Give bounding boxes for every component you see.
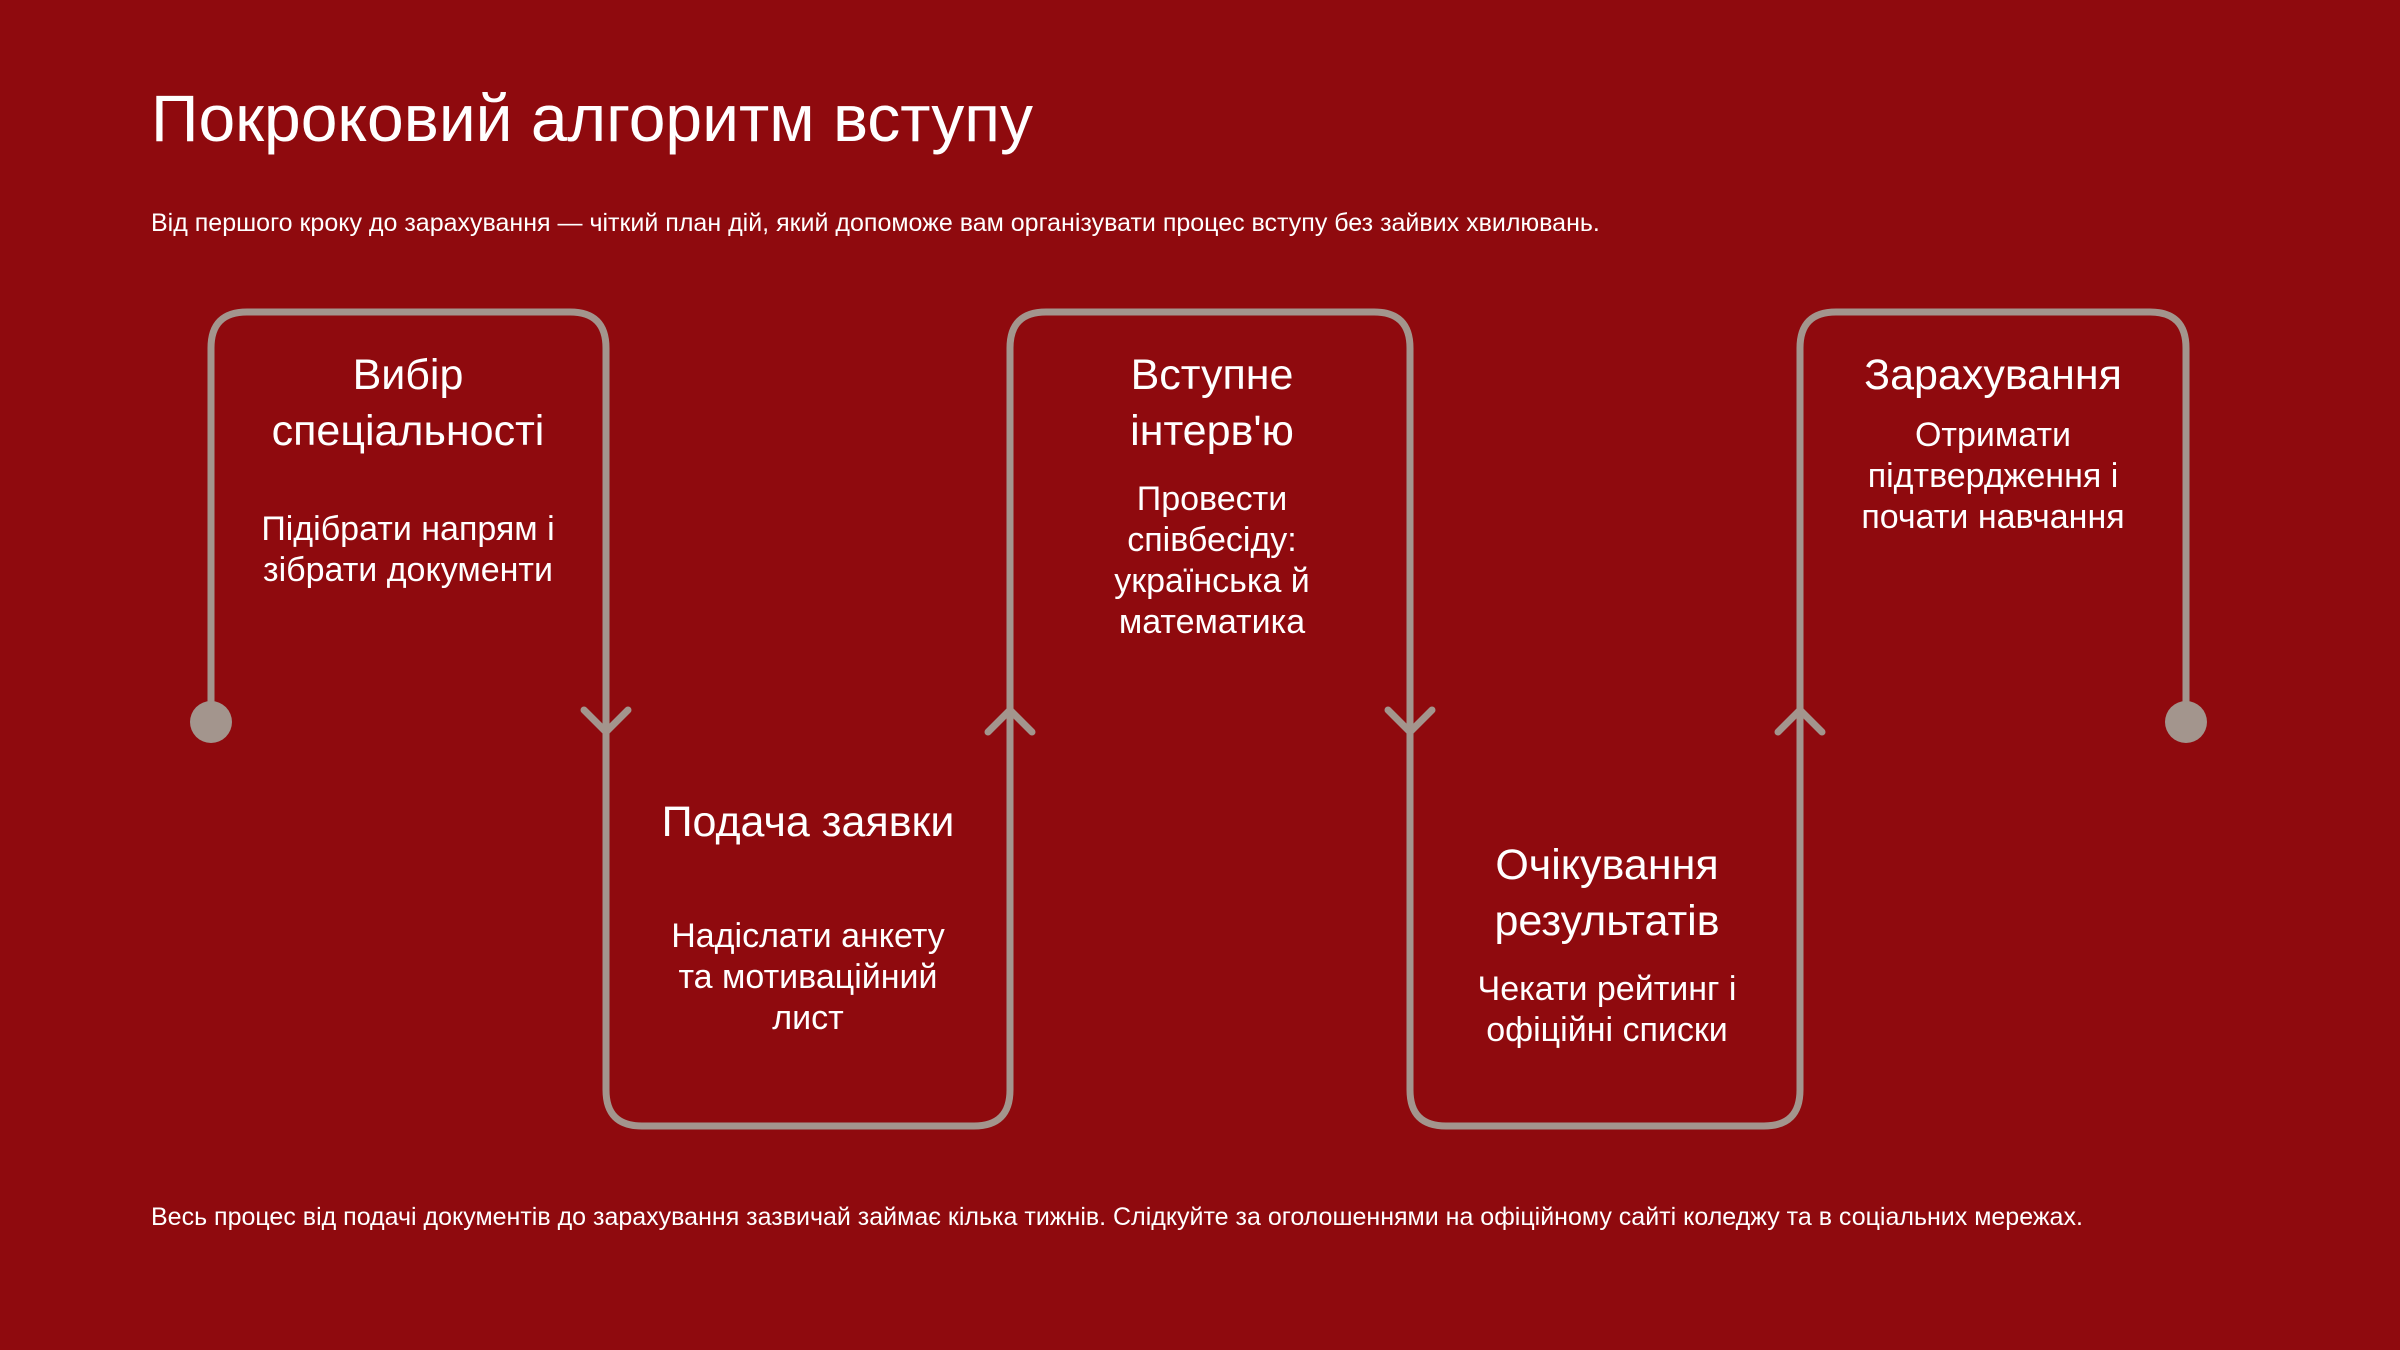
connector-path — [207, 308, 2190, 1130]
step-title: Зарахування — [1864, 351, 2122, 399]
step-title: Подача заявки — [661, 798, 955, 846]
arrow-up-icon — [984, 706, 1036, 736]
arrow-down-icon — [580, 706, 632, 736]
page-subtitle: Від першого кроку до зарахування — чітки… — [151, 209, 1600, 237]
end-dot — [2165, 701, 2207, 743]
start-dot — [190, 701, 232, 743]
footer-note: Весь процес від подачі документів до зар… — [151, 1203, 2083, 1231]
arrow-up-icon — [1774, 706, 1826, 736]
arrow-down-icon — [1384, 706, 1436, 736]
page-title: Покроковий алгоритм вступу — [151, 81, 1033, 155]
